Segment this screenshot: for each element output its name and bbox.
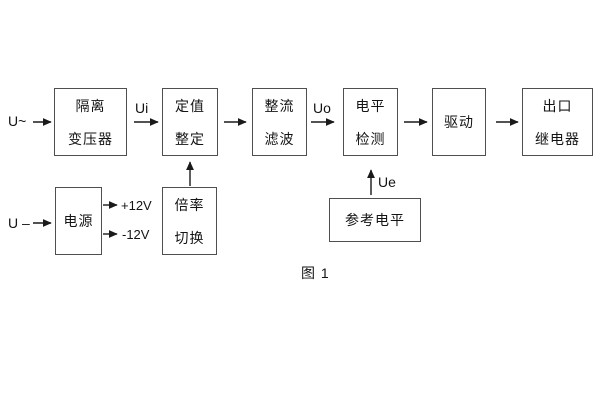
block-level-detect: 电平 检测 <box>343 88 398 156</box>
figure-caption: 图 1 <box>301 265 330 281</box>
block-label: 电源 <box>63 213 94 229</box>
label-ue: Ue <box>378 174 396 190</box>
block-label: 滤波 <box>264 130 295 147</box>
block-rectifier-filter: 整流 滤波 <box>252 88 307 156</box>
block-label: 切换 <box>174 229 205 246</box>
block-reference-level: 参考电平 <box>329 198 421 242</box>
label-ui: Ui <box>135 100 149 116</box>
block-label: 整定 <box>175 130 205 147</box>
block-label: 电平 <box>355 97 386 114</box>
block-ratio-switch: 倍率 切换 <box>162 187 217 255</box>
block-label: 定值 <box>175 97 205 114</box>
block-label: 参考电平 <box>345 212 405 228</box>
block-label: 驱动 <box>444 114 474 130</box>
block-setting-adjust: 定值 整定 <box>162 88 218 156</box>
label-rail-neg: -12V <box>122 227 150 242</box>
label-rail-pos: +12V <box>121 198 152 213</box>
block-label: 出口 <box>542 97 573 114</box>
block-power-supply: 电源 <box>55 187 102 255</box>
block-output-relay: 出口 继电器 <box>522 88 593 156</box>
block-label: 继电器 <box>535 130 580 147</box>
block-label: 检测 <box>355 130 386 147</box>
block-driver: 驱动 <box>432 88 486 156</box>
block-isolation-transformer: 隔离 变压器 <box>54 88 127 156</box>
block-label: 变压器 <box>68 130 113 147</box>
label-u-ac: U~ <box>8 113 27 129</box>
label-uo: Uo <box>313 100 331 116</box>
block-label: 整流 <box>264 97 295 114</box>
block-label: 倍率 <box>174 196 205 213</box>
label-u-dc: U – <box>8 215 30 231</box>
block-label: 隔离 <box>75 97 106 114</box>
